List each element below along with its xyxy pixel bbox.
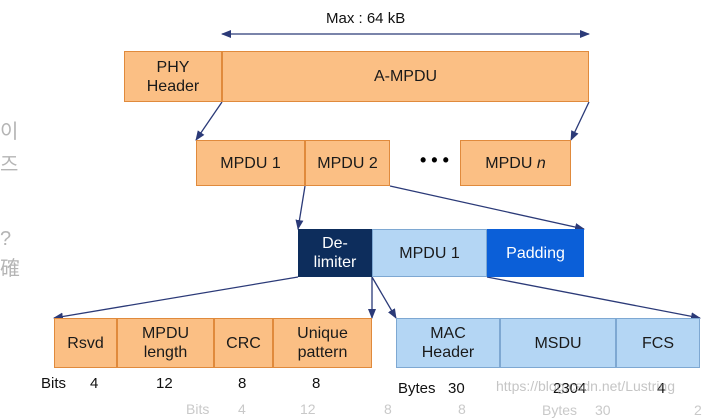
rsvd-bits: 4	[90, 375, 99, 392]
ghost-char-3: ?	[0, 228, 12, 250]
fcs-field: FCS	[616, 318, 700, 368]
ghost-char-1: 이	[0, 121, 19, 143]
connector-mpdu2-left	[295, 185, 306, 230]
padding-box: Padding	[487, 229, 584, 277]
msdu-bytes: 2304	[553, 380, 587, 397]
faded-value-2: 12	[300, 401, 316, 417]
mpdu-n-box: MPDU n	[460, 140, 571, 186]
unique-pattern-bits: 8	[312, 375, 321, 392]
rsvd-field: Rsvd	[54, 318, 117, 368]
unique-pattern-field: Unique pattern	[273, 318, 372, 368]
mpdu-n-italic: n	[536, 154, 546, 172]
connector-ampdu-left	[195, 101, 223, 141]
ampdu-box: A-MPDU	[222, 51, 589, 102]
mpdu1-inner-box: MPDU 1	[372, 229, 487, 277]
mpdu-length-field: MPDU length	[117, 318, 214, 368]
bits-unit-label: Bits	[41, 375, 67, 392]
ellipsis: • • •	[420, 150, 449, 170]
mac-header-field: MAC Header	[396, 318, 500, 368]
connector-mpdu2-right	[389, 185, 585, 231]
faded-value-1: 4	[238, 401, 246, 417]
msdu-field: MSDU	[500, 318, 616, 368]
mpdu2-box: MPDU 2	[305, 140, 390, 186]
faded-bytes-value: 30	[595, 402, 611, 418]
faded-bits-label: Bits	[186, 401, 210, 417]
ghost-char-4: 確	[0, 258, 20, 280]
mpdu-length-bits: 12	[156, 375, 173, 392]
mac-header-bytes: 30	[448, 380, 465, 397]
fcs-bytes: 4	[657, 380, 666, 397]
connector-mpdu1-right	[486, 276, 701, 321]
bytes-unit-label: Bytes	[398, 380, 436, 397]
delimiter-box: De- limiter	[298, 229, 372, 277]
faded-tail: 2	[694, 402, 702, 418]
faded-value-3: 8	[384, 401, 392, 417]
max-size-label: Max : 64 kB	[326, 10, 406, 27]
watermark: https://blog.csdn.net/Lustring	[496, 378, 675, 394]
crc-bits: 8	[238, 375, 247, 392]
connector-mpdu1-left	[371, 276, 397, 319]
mpdu1-box: MPDU 1	[196, 140, 305, 186]
phy-header-box: PHY Header	[124, 51, 222, 102]
crc-field: CRC	[214, 318, 273, 368]
faded-value-4: 8	[458, 401, 466, 417]
faded-bytes-label: Bytes	[542, 402, 578, 418]
connector-delim-left	[53, 276, 299, 321]
ghost-char-2: 즈	[0, 154, 19, 176]
mpdu-n-prefix: MPDU	[485, 154, 537, 172]
connector-ampdu-right	[570, 101, 590, 141]
